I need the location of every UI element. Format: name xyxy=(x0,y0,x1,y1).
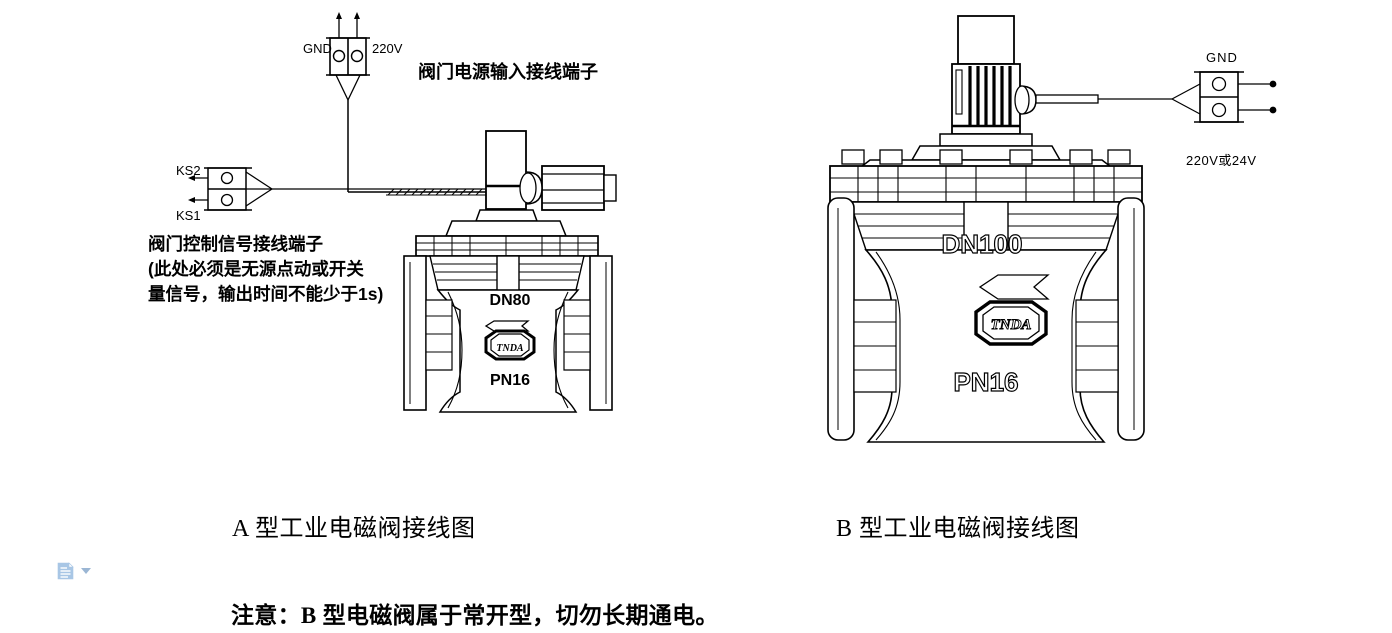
power-terminal-annotation-a: 阀门电源输入接线端子 xyxy=(418,62,598,82)
diagram-a-group: DN80 TNDA PN16 xyxy=(0,0,700,470)
control-note-line-3: 量信号，输出时间不能少于1s) xyxy=(148,284,384,304)
caption-diagram-a: A 型工业电磁阀接线图 xyxy=(232,516,476,542)
control-terminal-block-a xyxy=(188,167,273,211)
paste-options-icon xyxy=(57,562,74,580)
power-terminal-220v-label-a: 220V xyxy=(372,41,403,56)
power-terminal-block-a xyxy=(326,12,370,101)
valve-a-pressure-marking: PN16 xyxy=(490,372,530,389)
valve-a-size-marking: DN80 xyxy=(490,292,531,309)
caption-diagram-b: B 型工业电磁阀接线图 xyxy=(836,516,1080,542)
power-wire-a xyxy=(347,100,486,193)
valve-b-drawing xyxy=(827,15,1172,443)
control-cable-a xyxy=(272,188,486,196)
power-terminal-block-b xyxy=(1171,71,1277,123)
valve-b-pressure-marking: PN16 xyxy=(953,367,1018,397)
chevron-down-icon xyxy=(81,568,91,574)
power-terminal-gnd-label-b: GND xyxy=(1206,50,1238,65)
power-terminal-voltage-label-b: 220V或24V xyxy=(1186,153,1257,168)
power-terminal-gnd-label-a: GND xyxy=(303,41,332,56)
control-note-line-2: (此处必须是无源点动或开关 xyxy=(148,259,364,279)
valve-a-brand-badge: TNDA xyxy=(496,343,524,354)
footer-note: 注意：B 型电磁阀属于常开型，切勿长期通电。 xyxy=(231,603,719,628)
paste-options-smart-tag[interactable] xyxy=(55,561,95,581)
diagram-b-svg: DN100 TNDA PN16 xyxy=(827,15,1277,443)
control-note-line-1: 阀门控制信号接线端子 xyxy=(148,234,323,254)
valve-b-brand-badge: TNDA xyxy=(991,317,1032,333)
control-terminal-annotation: 阀门控制信号接线端子 (此处必须是无源点动或开关 量信号，输出时间不能少于1s) xyxy=(148,232,383,307)
valve-a-drawing xyxy=(403,130,617,413)
diagram-a-svg: DN80 TNDA PN16 xyxy=(188,12,617,413)
valve-b-size-marking: DN100 xyxy=(942,229,1023,259)
control-terminal-ks2-label: KS2 xyxy=(176,163,201,178)
control-terminal-ks1-label: KS1 xyxy=(176,208,201,223)
diagram-b-group: DN100 TNDA PN16 xyxy=(780,0,1392,470)
